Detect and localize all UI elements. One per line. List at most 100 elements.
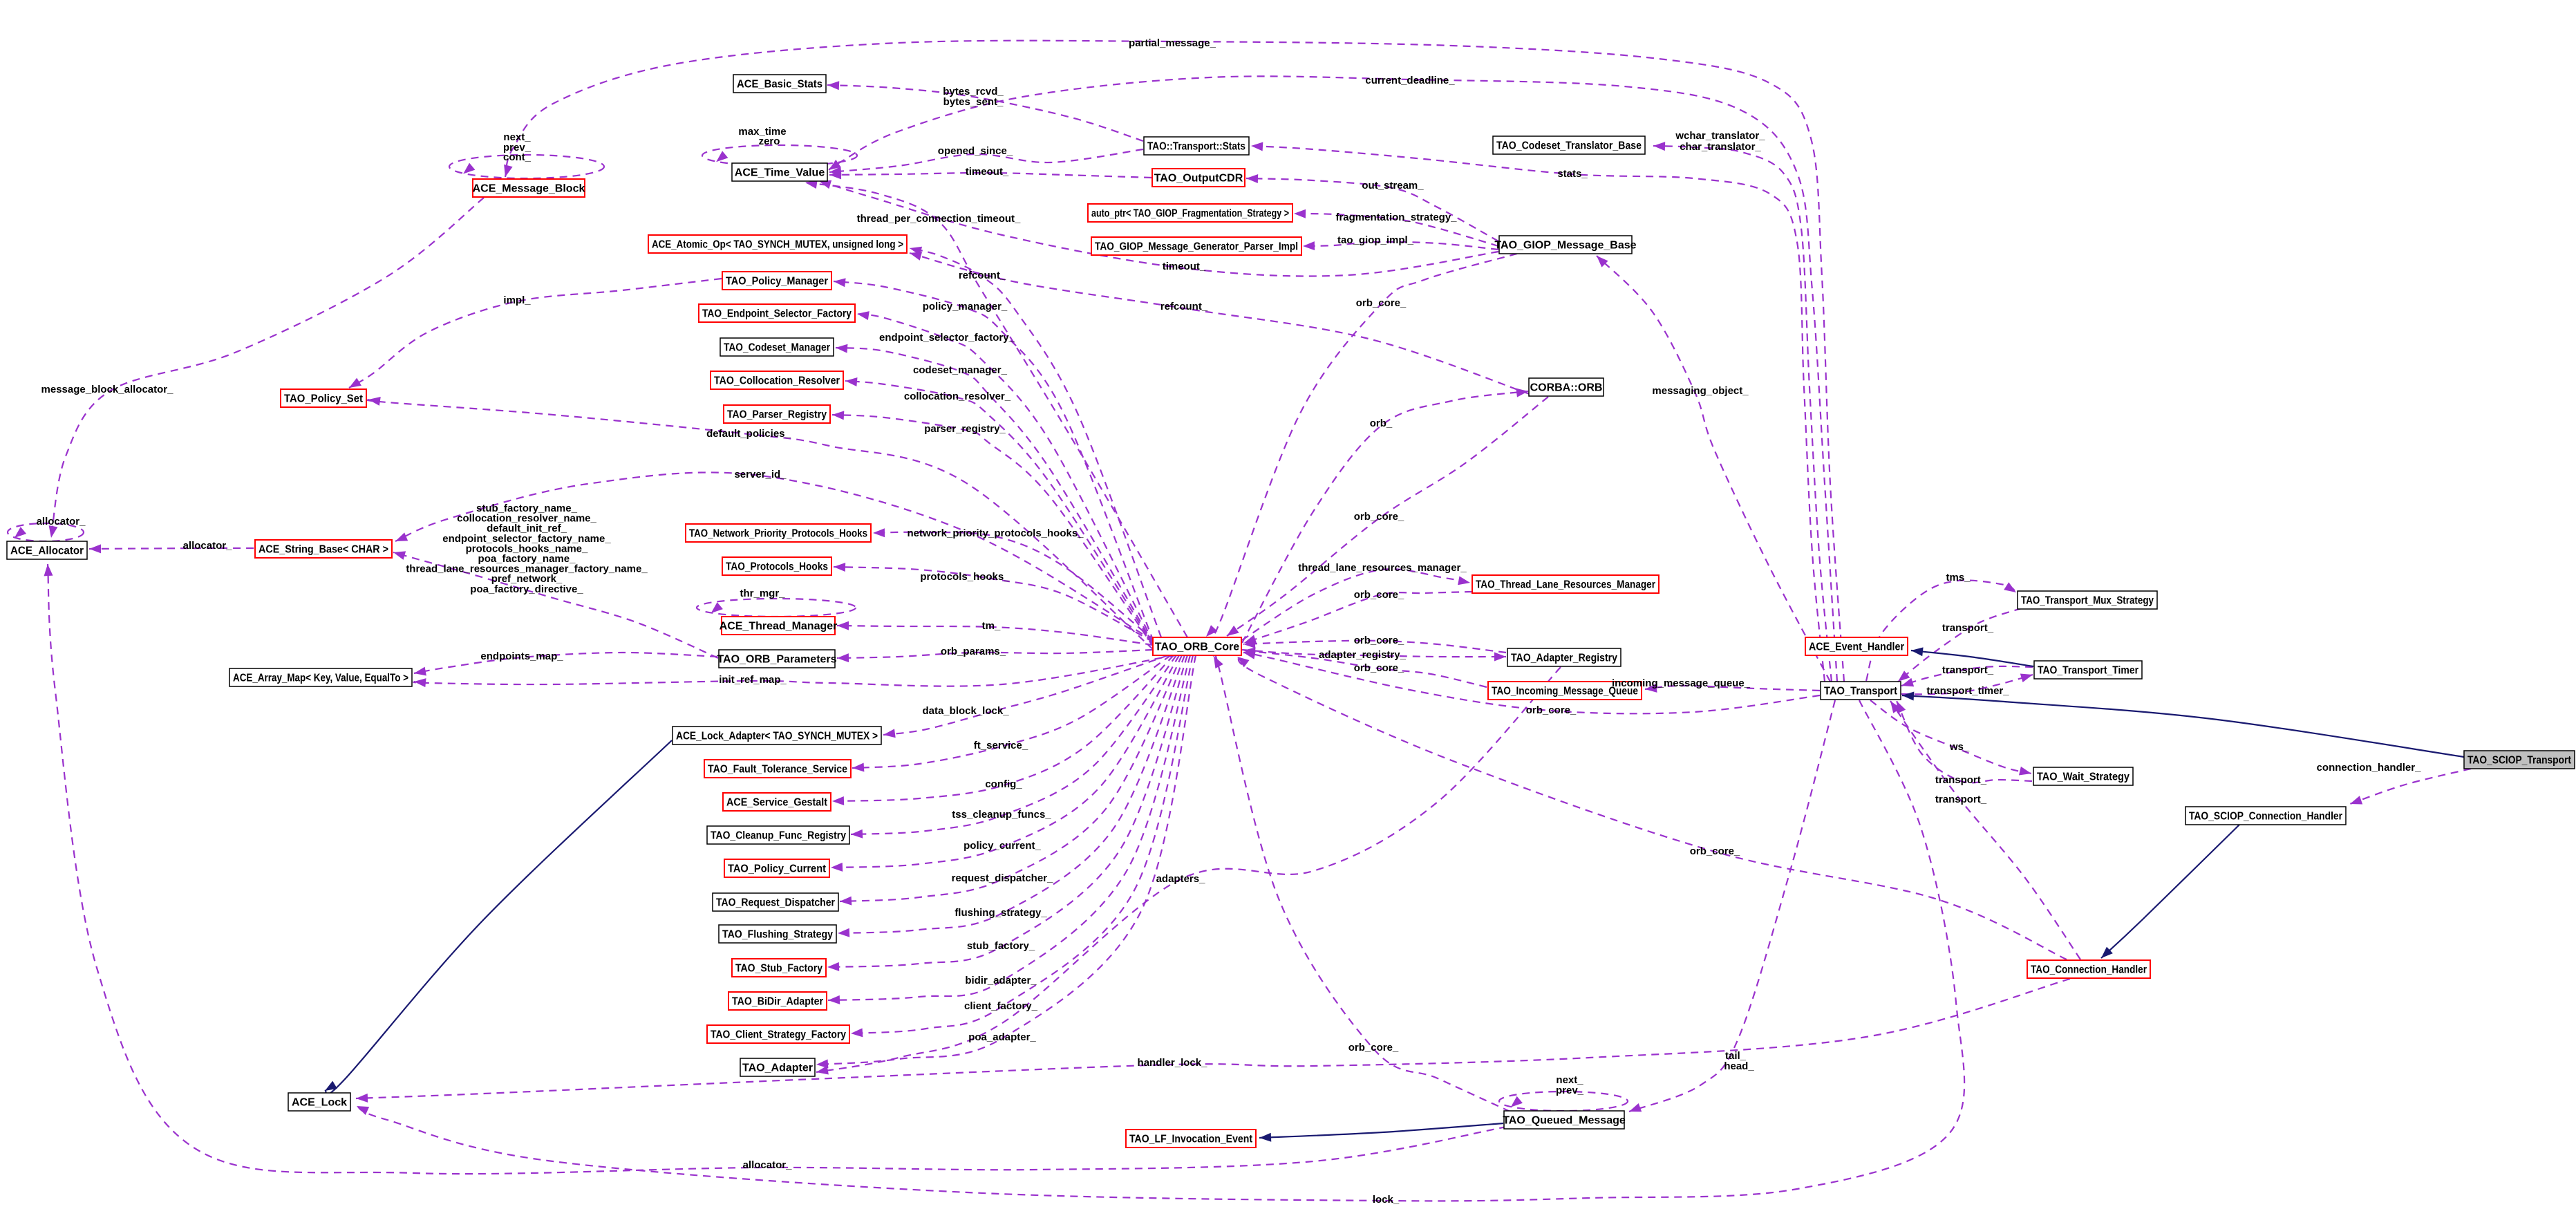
arrowhead-icon [1629, 1103, 1642, 1112]
arrowhead-icon [716, 151, 728, 162]
node-label: TAO_ORB_Core [1155, 641, 1239, 653]
association-edge [356, 700, 1966, 1202]
edge-label: prev_ [503, 142, 532, 153]
edge-label-multiline: stub_factory_name_collocation_resolver_n… [406, 503, 648, 595]
arrowhead-icon [89, 544, 102, 554]
arrowhead-icon [2004, 582, 2016, 592]
node-ace-message-block[interactable]: ACE_Message_Block [472, 178, 585, 198]
node-tao-network-priority-protocols-hooks[interactable]: TAO_Network_Priority_Protocols_Hooks [685, 523, 872, 543]
node-box [1125, 1129, 1257, 1148]
node-tao-orb-core[interactable]: TAO_ORB_Core [1152, 637, 1242, 656]
node-tao-sciop-connection-handler[interactable]: TAO_SCIOP_Connection_Handler [2185, 806, 2347, 825]
node-label: TAO_SCIOP_Transport [2467, 755, 2572, 767]
node-tao-stub-factory[interactable]: TAO_Stub_Factory [731, 958, 827, 977]
arrowhead-icon [1237, 657, 1250, 668]
node-tao-orb-parameters[interactable]: TAO_ORB_Parameters [717, 649, 837, 668]
arrowhead-icon [463, 162, 476, 174]
association-edge [909, 252, 1530, 395]
association-edge [88, 547, 254, 550]
node-corba-orb[interactable]: CORBA::ORB [1528, 377, 1604, 397]
node-ace-atomic-op[interactable]: ACE_Atomic_Op< TAO_SYNCH_MUTEX, unsigned… [648, 234, 908, 254]
node-box [724, 859, 830, 878]
node-box [2033, 767, 2134, 786]
arrowhead-icon [1206, 625, 1218, 637]
node-tao-giop-message-generator-parser-impl[interactable]: TAO_GIOP_Message_Generator_Parser_Impl [1091, 236, 1302, 256]
node-ace-allocator[interactable]: ACE_Allocator [6, 541, 88, 560]
node-tao-codeset-manager[interactable]: TAO_Codeset_Manager [720, 337, 834, 357]
node-tao-protocols-hooks[interactable]: TAO_Protocols_Hooks [722, 556, 832, 576]
node-tao-collocation-resolver[interactable]: TAO_Collocation_Resolver [710, 371, 844, 390]
node-tao-transport[interactable]: TAO_Transport [1820, 681, 1901, 700]
edge-label: incoming_message_queue_ [1612, 677, 1751, 689]
association-edge [831, 413, 1154, 648]
edge-label: flushing_strategy_ [955, 907, 1047, 919]
node-auto-ptr-fragmentation-strategy[interactable]: auto_ptr< TAO_GIOP_Fragmentation_Strateg… [1087, 203, 1293, 223]
node-label: TAO_Cleanup_Func_Registry [711, 830, 846, 842]
arrowhead-icon [827, 81, 840, 91]
node-tao-adapter[interactable]: TAO_Adapter [740, 1058, 816, 1077]
node-ace-lock[interactable]: ACE_Lock [288, 1092, 351, 1112]
node-box [254, 539, 393, 559]
association-edge [1897, 607, 2022, 682]
node-tao-queued-message[interactable]: TAO_Queued_Message [1503, 1110, 1626, 1130]
node-tao-fault-tolerance-service[interactable]: TAO_Fault_Tolerance_Service [704, 759, 852, 778]
node-ace-lock-adapter[interactable]: ACE_Lock_Adapter< TAO_SYNCH_MUTEX > [672, 726, 882, 745]
node-box [733, 74, 827, 93]
association-edge [1870, 700, 2032, 775]
node-box [685, 523, 872, 543]
arrowhead-icon [325, 1080, 337, 1091]
node-label: ACE_String_Base< CHAR > [258, 544, 388, 556]
node-box [712, 892, 839, 912]
node-tao-lf-invocation-event[interactable]: TAO_LF_Invocation_Event [1125, 1129, 1257, 1148]
edge-label: thr_mgr_ [740, 588, 785, 599]
node-tao-cleanup-func-registry[interactable]: TAO_Cleanup_Func_Registry [706, 825, 850, 845]
node-ace-event-handler[interactable]: ACE_Event_Handler [1805, 637, 1908, 656]
arrowhead-icon [504, 164, 513, 177]
edge-label: connection_handler_ [2317, 762, 2422, 774]
edge-label: orb_core_ [1690, 845, 1740, 857]
node-tao-outputcdr[interactable]: TAO_OutputCDR [1151, 168, 1245, 187]
node-tao-policy-current[interactable]: TAO_Policy_Current [724, 859, 830, 878]
node-ace-array-map[interactable]: ACE_Array_Map< Key, Value, EqualTo > [229, 668, 413, 687]
node-tao-thread-lane-resources-manager[interactable]: TAO_Thread_Lane_Resources_Manager [1472, 574, 1660, 594]
edge-label: policy_manager_ [923, 301, 1008, 312]
node-tao-codeset-translator-base[interactable]: TAO_Codeset_Translator_Base [1492, 135, 1646, 155]
node-tao-request-dispatcher[interactable]: TAO_Request_Dispatcher [712, 892, 839, 912]
edge-label: endpoints_map_ [480, 650, 563, 662]
arrowhead-icon [829, 170, 842, 180]
arrowhead-icon [851, 829, 863, 839]
node-label: TAO_Policy_Current [728, 863, 827, 875]
node-tao-policy-set[interactable]: TAO_Policy_Set [280, 388, 367, 408]
node-tao-flushing-strategy[interactable]: TAO_Flushing_Strategy [718, 924, 837, 944]
node-box [1503, 1110, 1625, 1130]
node-tao-transport-timer[interactable]: TAO_Transport_Timer [2033, 660, 2143, 680]
arrowhead-icon [851, 1028, 863, 1038]
node-tao-giop-message-base[interactable]: TAO_GIOP_Message_Base [1494, 235, 1637, 254]
edge-label: data_block_lock_ [922, 705, 1009, 717]
node-box [1507, 648, 1621, 667]
node-tao-transport-stats[interactable]: TAO::Transport::Stats [1143, 136, 1250, 156]
node-tao-incoming-message-queue[interactable]: TAO_Incoming_Message_Queue [1487, 681, 1642, 700]
node-ace-basic-stats[interactable]: ACE_Basic_Stats [733, 74, 827, 93]
node-ace-time-value[interactable]: ACE_Time_Value [731, 162, 828, 182]
arrowhead-icon [834, 278, 846, 288]
association-edge [850, 655, 1194, 1035]
node-label: TAO_Policy_Manager [726, 276, 828, 288]
edge-label: lock_ [1373, 1194, 1400, 1206]
node-ace-string-base[interactable]: ACE_String_Base< CHAR > [254, 539, 393, 559]
edge-label: orb_params_ [941, 646, 1006, 657]
node-tao-transport-mux-strategy[interactable]: TAO_Transport_Mux_Strategy [2017, 590, 2158, 610]
node-tao-client-strategy-factory[interactable]: TAO_Client_Strategy_Factory [706, 1024, 850, 1044]
node-tao-adapter-registry[interactable]: TAO_Adapter_Registry [1507, 648, 1621, 667]
node-tao-wait-strategy[interactable]: TAO_Wait_Strategy [2033, 767, 2134, 786]
node-tao-endpoint-selector-factory[interactable]: TAO_Endpoint_Selector_Factory [698, 303, 856, 323]
node-tao-policy-manager[interactable]: TAO_Policy_Manager [722, 271, 832, 290]
arrowhead-icon [852, 762, 865, 772]
node-tao-parser-registry[interactable]: TAO_Parser_Registry [723, 404, 831, 424]
node-ace-thread-manager[interactable]: ACE_Thread_Manager [720, 616, 838, 635]
node-ace-service-gestalt[interactable]: ACE_Service_Gestalt [722, 792, 831, 812]
node-tao-connection-handler[interactable]: TAO_Connection_Handler [2027, 959, 2151, 979]
arrowhead-icon [805, 180, 818, 189]
node-tao-bidir-adapter[interactable]: TAO_BiDir_Adapter [728, 991, 827, 1011]
